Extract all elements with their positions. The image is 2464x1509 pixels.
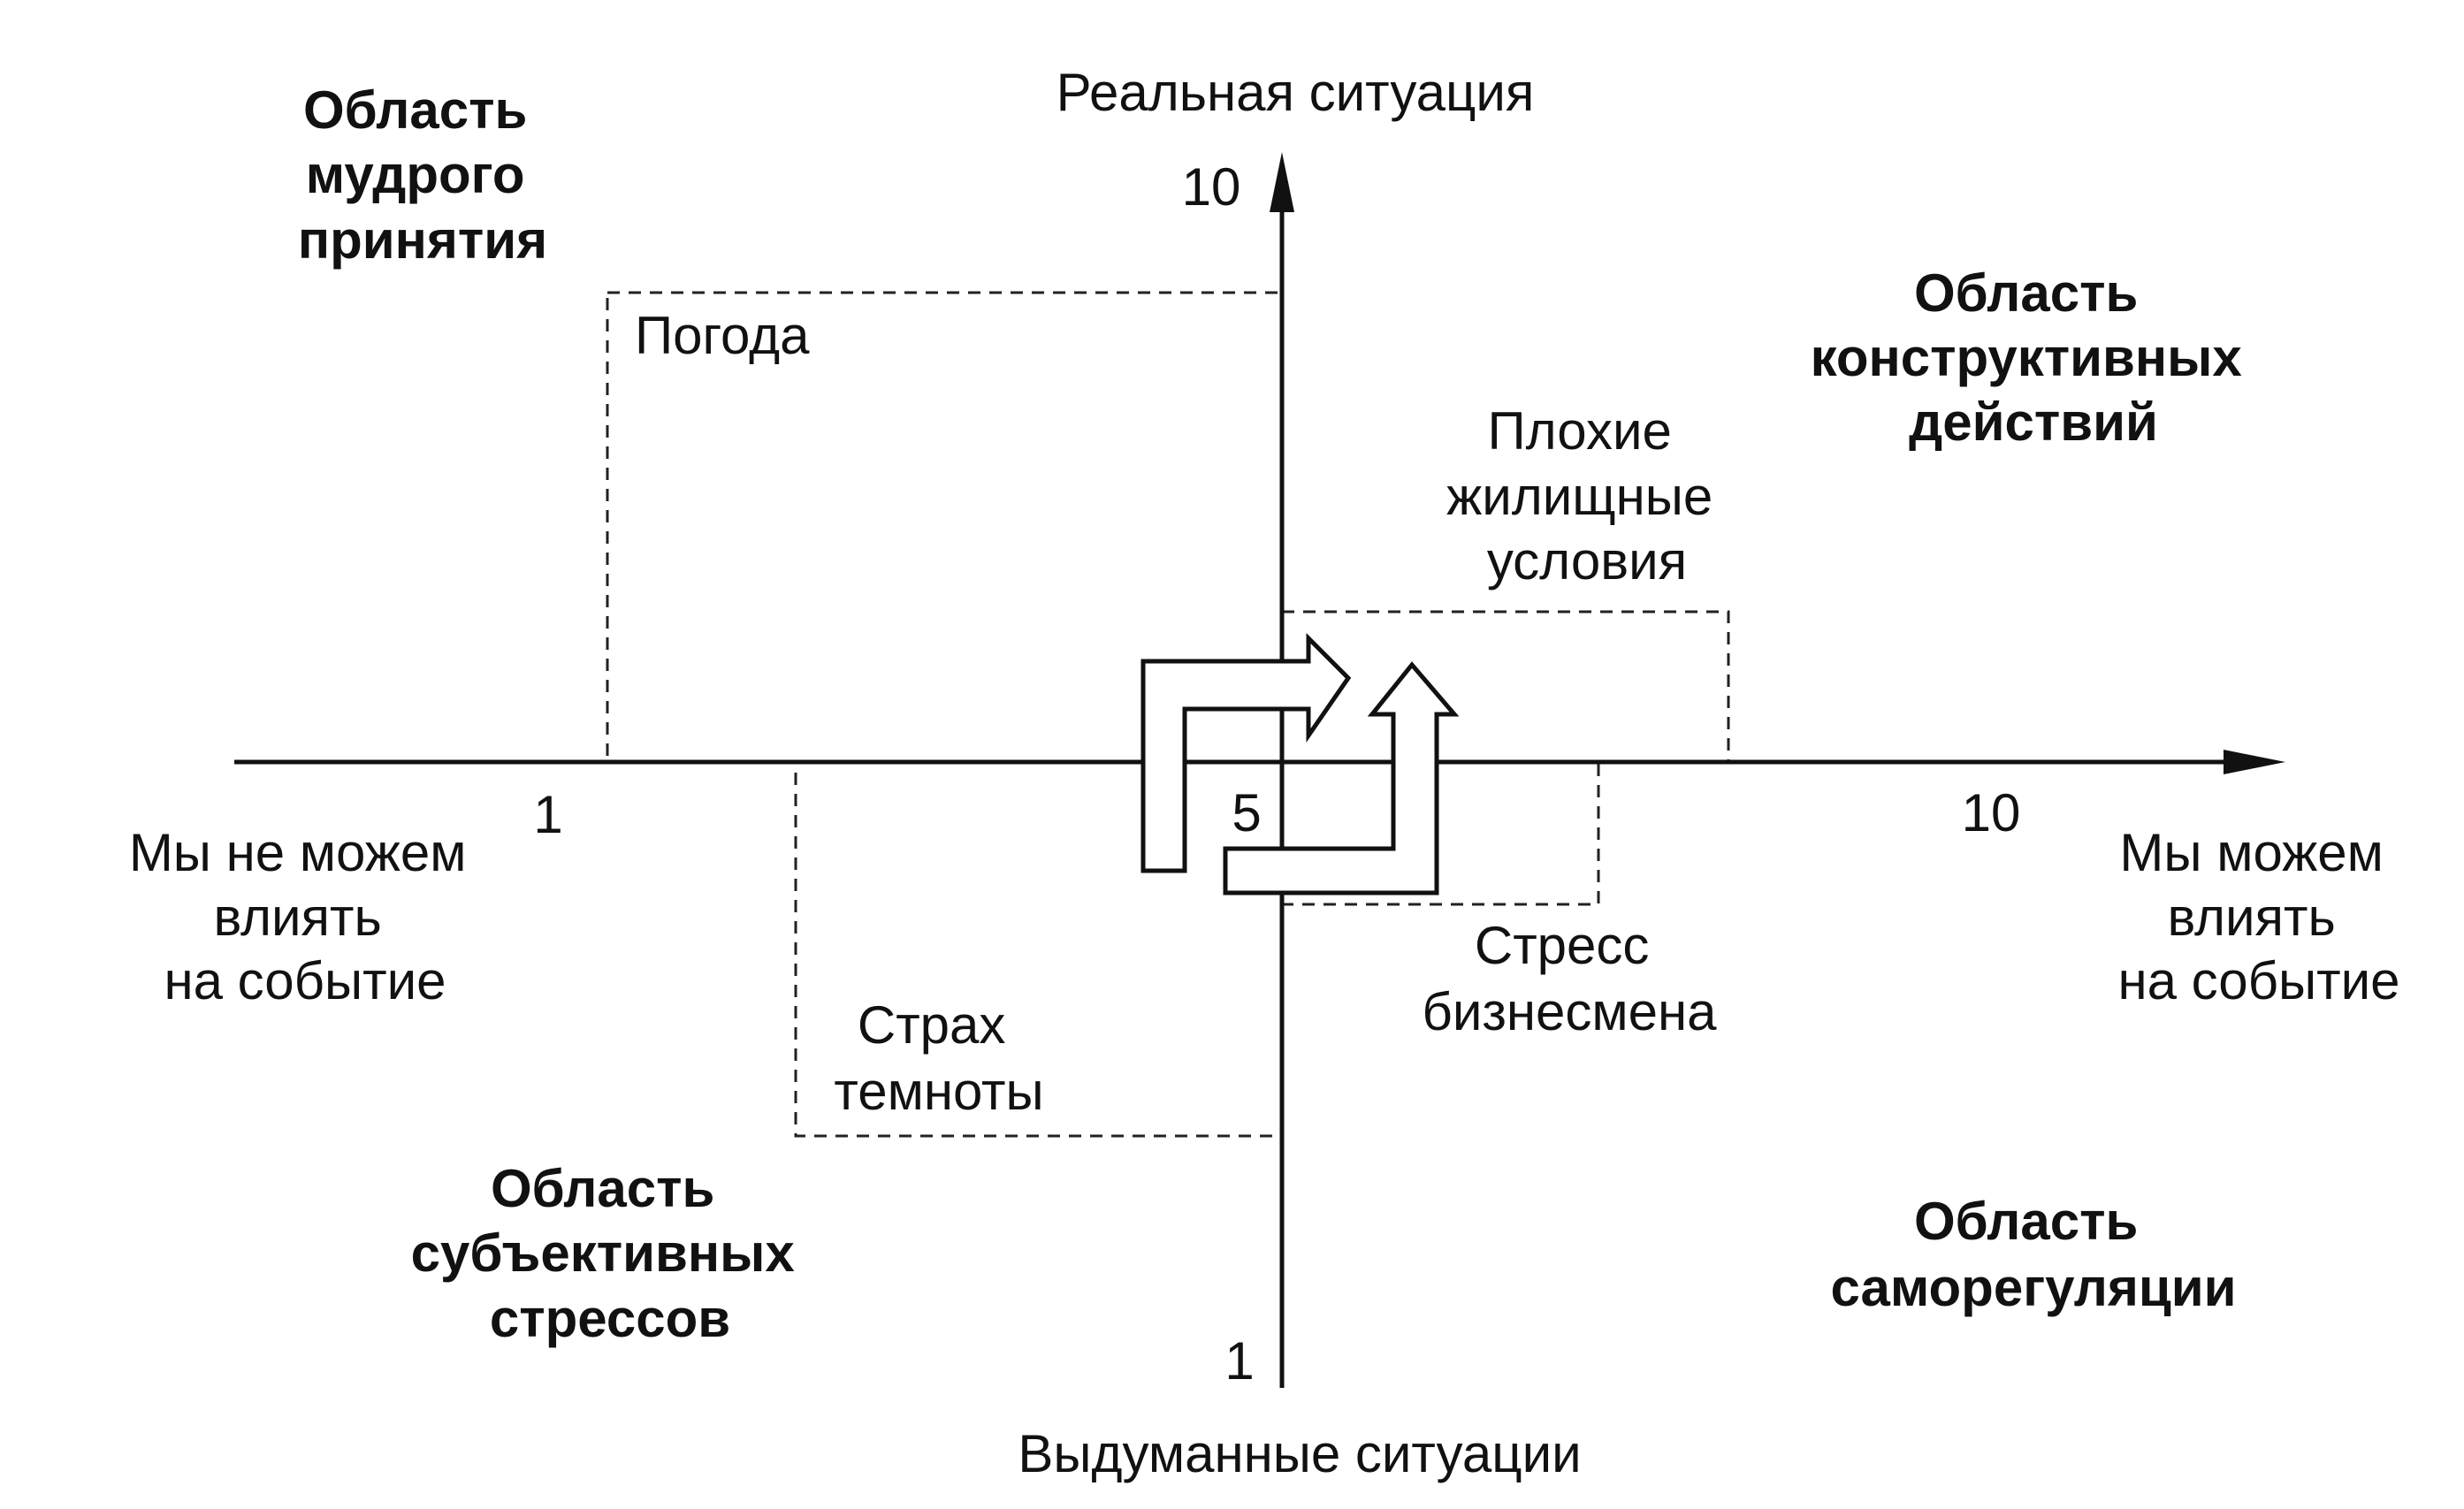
x-tick-left: 1 xyxy=(533,785,562,844)
item-bad-housing-label: Плохие жилищные условия xyxy=(1446,401,1728,591)
y-tick-top: 10 xyxy=(1182,157,1241,217)
x-axis-arrowhead xyxy=(2224,750,2285,774)
bad-housing-box xyxy=(1280,610,1730,764)
y-tick-bottom: 1 xyxy=(1224,1331,1254,1391)
region-bottom-left: Область субъективных стрессов xyxy=(411,1159,810,1348)
region-top-left: Область мудрого принятия xyxy=(298,80,547,270)
region-top-right: Область конструктивных действий xyxy=(1811,263,2257,452)
item-weather-label: Погода xyxy=(635,306,810,365)
turn-right-arrow xyxy=(1140,632,1352,873)
item-darkness-label: Страх темноты xyxy=(834,995,1043,1121)
x-tick-right: 10 xyxy=(1962,783,2021,842)
x-axis-left-title: Мы не можем влиять на событие xyxy=(129,823,481,1010)
y-axis-bottom-title: Выдуманные ситуации xyxy=(1018,1424,1581,1483)
x-axis-right-title: Мы можем влиять на событие xyxy=(2117,823,2399,1010)
region-bottom-right: Область саморегуляции xyxy=(1830,1192,2236,1317)
x-tick-center: 5 xyxy=(1232,783,1261,842)
y-axis-top-title: Реальная ситуация xyxy=(1057,63,1535,122)
item-business-stress-label: Стресс бизнесмена xyxy=(1422,916,1717,1041)
turn-up-arrow xyxy=(1223,661,1460,895)
y-axis-arrowhead xyxy=(1270,152,1294,212)
